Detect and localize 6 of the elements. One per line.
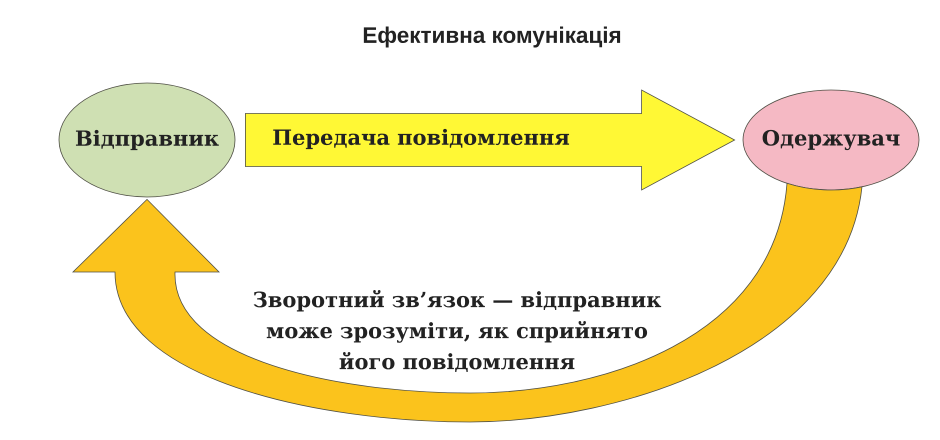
edge-label: Зворотний зв’язок — відправник може зрозуміти, як сприйнято його повідомлення [254, 290, 662, 372]
title: Ефективна комунікація [364, 26, 620, 48]
ellipse-node: Одержувач [742, 90, 920, 190]
ellipse-node: Відправник [58, 82, 236, 198]
curved-block-arrow [72, 182, 862, 422]
edge-label: Передача повідомлення [270, 126, 572, 152]
